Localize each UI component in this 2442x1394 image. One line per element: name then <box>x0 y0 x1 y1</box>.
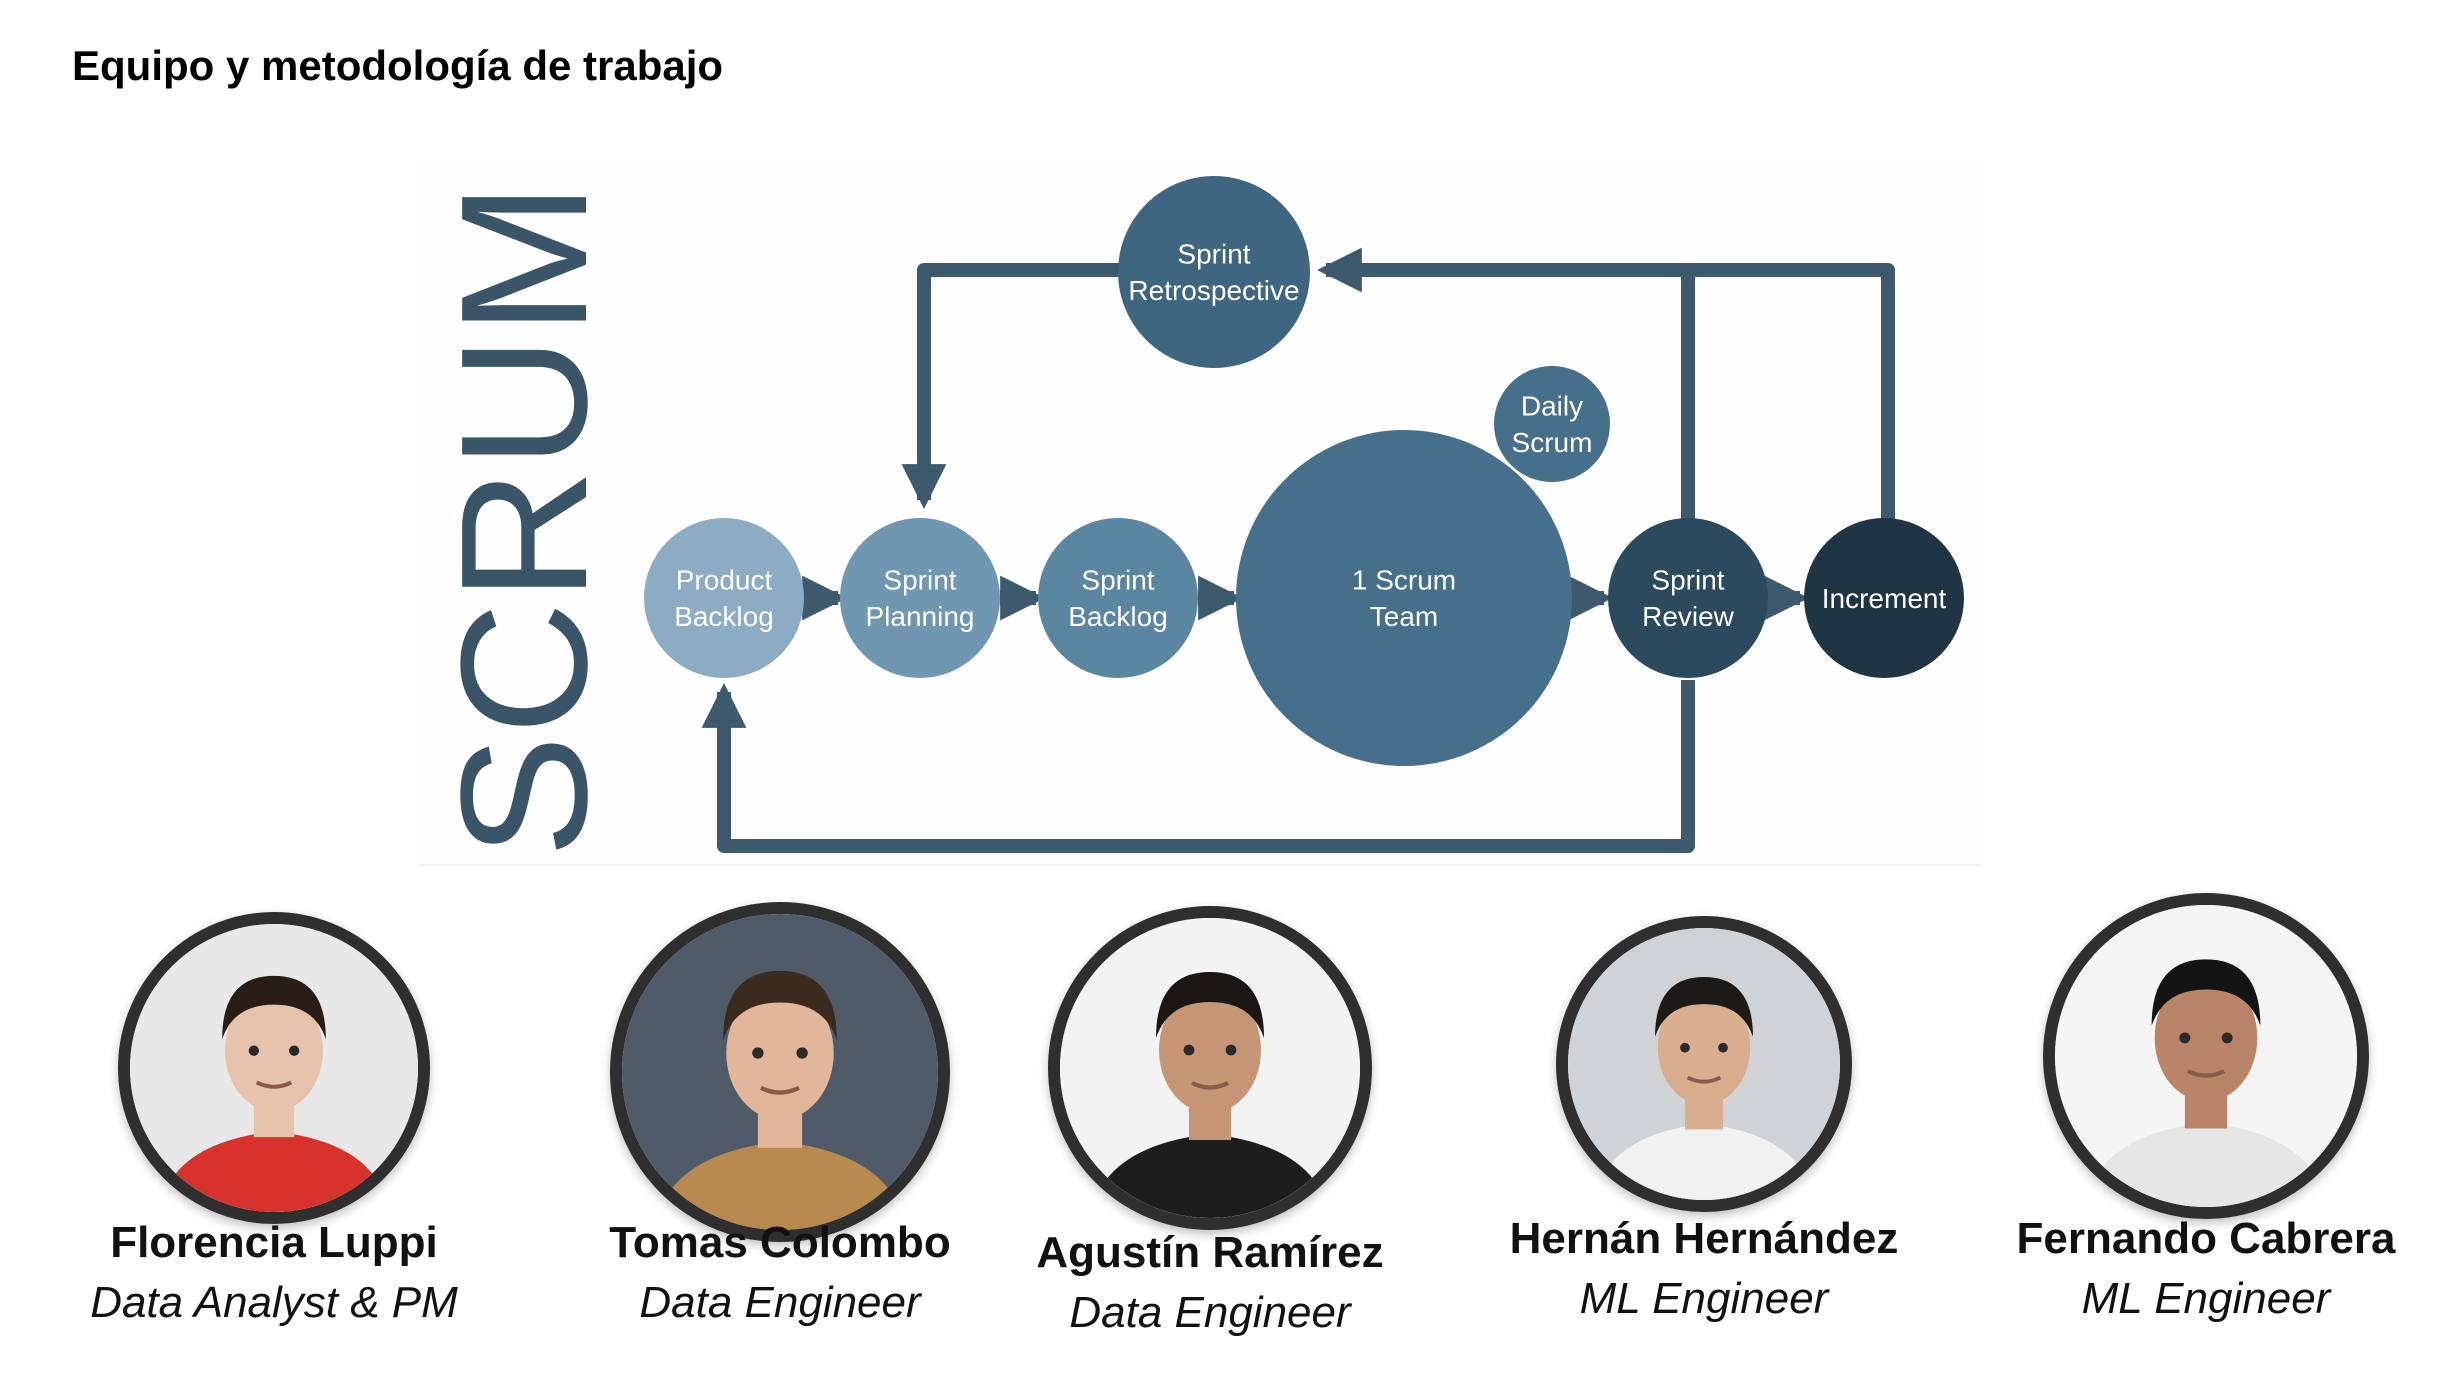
node-label: Backlog <box>1068 601 1168 632</box>
node-circle <box>644 518 804 678</box>
member-name: Hernán Hernández <box>1509 1214 1899 1263</box>
node-label: Team <box>1370 601 1438 632</box>
member-name: Florencia Luppi <box>110 1218 438 1267</box>
member-role: Data Engineer <box>1069 1288 1351 1337</box>
node-label: Sprint <box>1177 239 1250 270</box>
node-label: Product <box>676 565 773 596</box>
node-label: Increment <box>1822 583 1947 614</box>
node-circle <box>1494 366 1610 482</box>
node-circle <box>1236 430 1572 766</box>
person-photo-female-icon <box>130 924 418 1212</box>
member-name: Agustín Ramírez <box>1036 1228 1384 1277</box>
person-photo-male-icon <box>2055 905 2357 1207</box>
avatar <box>2043 893 2369 1219</box>
node-label: 1 Scrum <box>1352 565 1456 596</box>
diagram-connectors <box>701 247 1895 853</box>
node-increment: Increment <box>1804 518 1964 678</box>
node-label: Retrospective <box>1128 275 1299 306</box>
member-name: Fernando Cabrera <box>2016 1214 2396 1263</box>
avatar <box>1556 916 1852 1212</box>
node-label: Sprint <box>1081 565 1154 596</box>
connector-increment-to-top <box>1688 263 1895 520</box>
node-label: Scrum <box>1512 427 1593 458</box>
node-label: Review <box>1642 601 1735 632</box>
person-photo-male-icon <box>1060 918 1360 1218</box>
member-name: Tomas Colombo <box>609 1218 951 1267</box>
avatar <box>610 902 950 1242</box>
node-circle <box>1038 518 1198 678</box>
avatar <box>118 912 430 1224</box>
node-label: Backlog <box>674 601 774 632</box>
member-role: ML Engineer <box>2081 1274 2331 1323</box>
node-circle <box>1608 518 1768 678</box>
node-label: Planning <box>866 601 975 632</box>
member-role: Data Analyst & PM <box>90 1278 458 1327</box>
node-label: Sprint <box>1651 565 1724 596</box>
member-role: ML Engineer <box>1579 1274 1829 1323</box>
person-photo-male-icon <box>1568 928 1840 1200</box>
node-circle <box>1804 518 1964 678</box>
page-title: Equipo y metodología de trabajo <box>72 42 724 89</box>
node-label: Daily <box>1521 391 1583 422</box>
node-label: Sprint <box>883 565 956 596</box>
connector-review-to-backlog <box>701 680 1695 853</box>
node-circle <box>1118 176 1310 368</box>
connector-retro-to-planning <box>901 263 1126 509</box>
person-photo-male-icon <box>622 914 938 1230</box>
diagram-nodes: ProductBacklogSprintPlanningSprintBacklo… <box>644 176 1964 766</box>
node-circle <box>840 518 1000 678</box>
member-role: Data Engineer <box>639 1278 921 1327</box>
scrum-wordmark: SCRUM <box>424 182 625 858</box>
avatar <box>1048 906 1372 1230</box>
